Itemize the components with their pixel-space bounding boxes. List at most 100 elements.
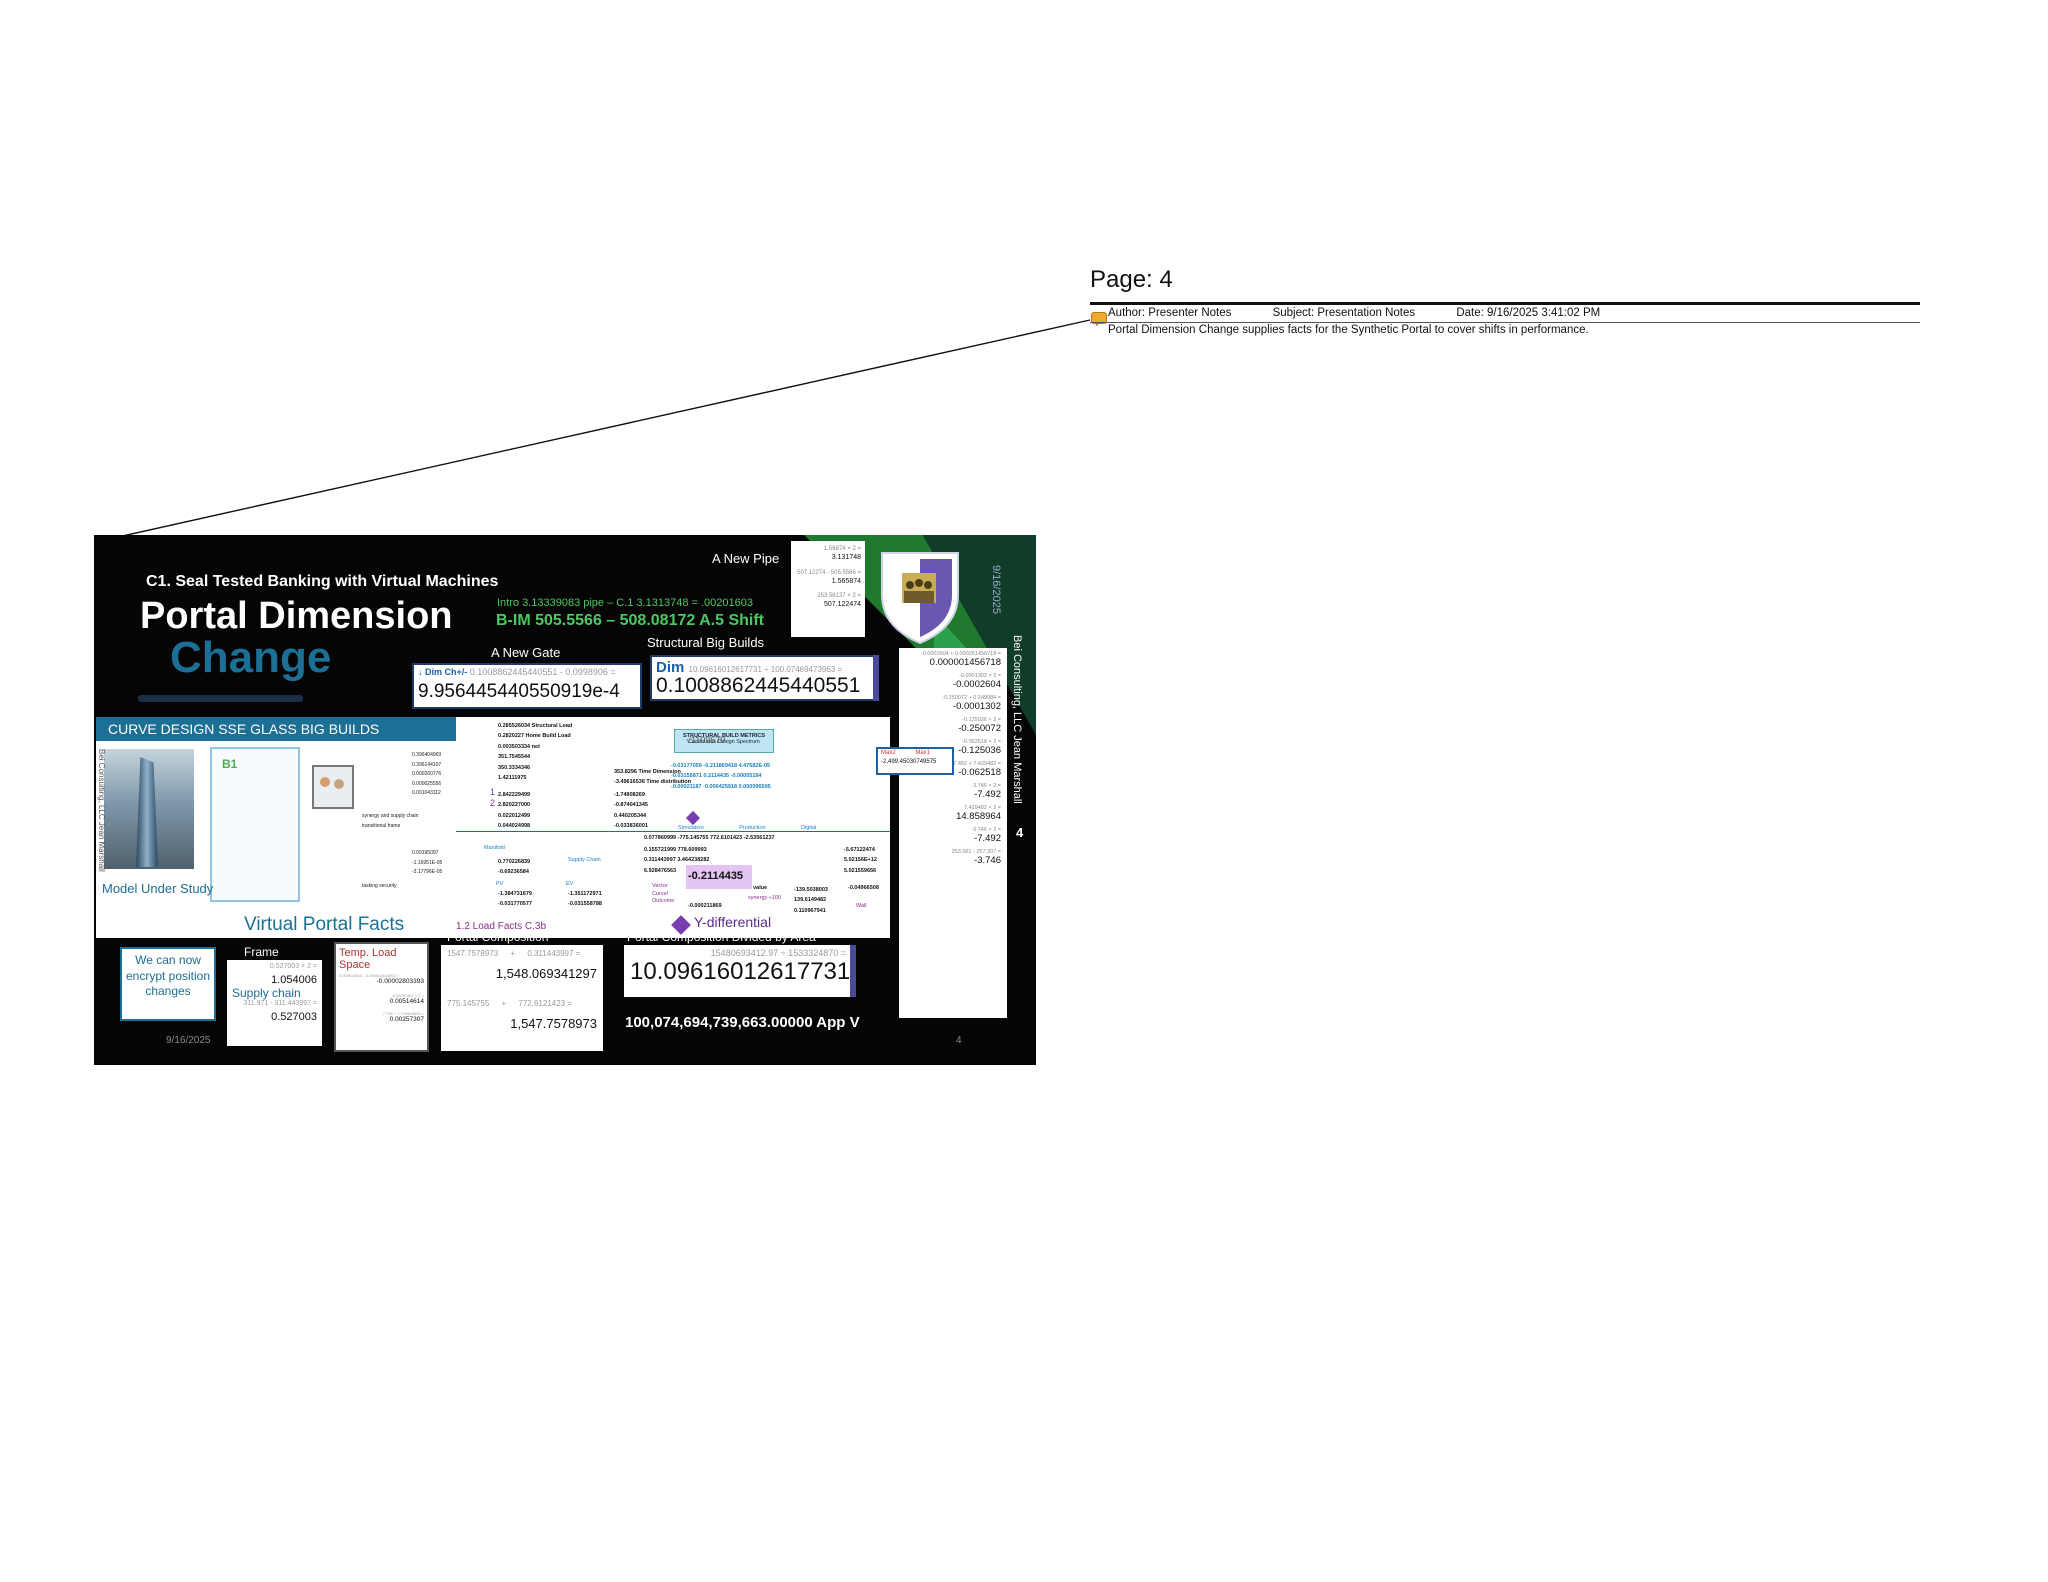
right-calc-value: -0.250072: [958, 723, 1001, 734]
slide-number-footer: 4: [956, 1035, 962, 1046]
pipe-v1: 3.131748: [831, 554, 861, 562]
right-calc-value: -7.492: [974, 789, 1001, 800]
title-rule: [1090, 302, 1920, 305]
virtual-portal-facts-label: Virtual Portal Facts: [244, 914, 405, 935]
note-body: Portal Dimension Change supplies facts f…: [1108, 324, 1589, 336]
right-calc-value: -0.125036: [958, 745, 1001, 756]
note-subject: Subject: Presentation Notes: [1272, 307, 1416, 319]
dim-change-label: ↓ Dim Ch+/- 0.1008862445440551 - 0.09989…: [418, 667, 616, 677]
synergy-label: synergy and supply chain: [362, 813, 419, 819]
structural-metrics-box: STRUCTURAL BUILD METRICS Continuous Desi…: [674, 729, 774, 753]
column-value: -0.874041345: [614, 802, 648, 809]
load-value: 0.003503334 net: [498, 743, 540, 750]
mid-value: 0.022012499: [498, 812, 531, 819]
new-gate-label: A New Gate: [491, 645, 561, 660]
part1-title: Temp. Load Space: [339, 947, 397, 971]
ev-value: -1.351172971: [568, 891, 602, 897]
page-title: Page: 4: [1090, 266, 1173, 293]
frame-label: Frame: [244, 945, 279, 959]
pc-f1a: 1547.7578973: [447, 949, 499, 958]
portal-composition-box: 1547.7578973 + 0.311443997 = 1,548.06934…: [441, 945, 603, 1051]
part1-f3: 7.715 ÷ 7.715416633 =: [382, 1011, 424, 1016]
mid-value: 2.842229499: [498, 792, 531, 798]
curve-side-value: 0.000260776: [412, 771, 442, 777]
curve-bottom-value: -3.17796E-05: [412, 869, 443, 875]
transitional-label: transitional frame: [362, 823, 401, 829]
pvalue-value: -139.5038003: [794, 887, 828, 893]
max-values-box: Max2 Max1 -2,499.45030749575: [876, 747, 954, 775]
part1-v2: 0.00514614: [389, 998, 424, 1005]
right-value: 5.021559656: [844, 867, 877, 874]
pc-f1b: 0.311443997 =: [527, 949, 581, 958]
right-end-value: -0.04966508: [848, 885, 879, 891]
slide-title-line2: Change: [170, 633, 332, 682]
right-calc-row: -0.250072 + 0.249984 =-0.0001302: [905, 695, 1001, 712]
pipe-v3: 507.122474: [824, 601, 861, 609]
pvalue-value: 0.110967941: [794, 907, 826, 914]
model-under-study-label: Model Under Study: [102, 881, 214, 896]
load-value: 350.3334346: [498, 764, 531, 771]
pc-f2a: 775.145755: [447, 999, 490, 1008]
right-calc-formula: -0.0002604 + 0.000261456718 =: [920, 651, 1001, 657]
blue-metric-row: -0.03177056 -0.211869418 4.47582E-05: [671, 763, 771, 769]
blue-metric-rows: -0.03177056 -0.211869418 4.47582E-05 -0.0…: [671, 761, 771, 792]
slide-number-right: 4: [1016, 825, 1024, 840]
pc-value2: 1,547.7578973: [510, 1016, 597, 1031]
time-dimension: 353.8296 Time Dimension: [614, 769, 681, 775]
metric-diamond-icon: [685, 810, 701, 826]
right-calc-row: -3.746 × 2 =-7.492: [905, 783, 1001, 800]
dim-box: Dim 10.09616012617731 ÷ 100.07469473963 …: [650, 655, 876, 701]
virtual-portal-facts-bar: [96, 912, 890, 938]
frame-v1: 1.054006: [271, 974, 317, 986]
part1-v3: 0.00257307: [389, 1016, 424, 1023]
pipe-f3: 253.56137 × 2 =: [817, 593, 861, 600]
right-calc-formula: 7.429482 × 2 =: [963, 805, 1001, 811]
curve-bottom-values: 0.00195097-1.16951E-05-3.17796E-05: [412, 849, 442, 878]
b1-label: B1: [222, 757, 238, 771]
curve-side-value: 0.396404969: [412, 752, 442, 758]
pc-value: 0.311443997 3.464238282: [644, 857, 710, 864]
time-distribution: -3.49616536 Time distribution: [614, 779, 691, 785]
structural-big-builds-label: Structural Big Builds: [647, 635, 765, 650]
max-value: -2,499.45030749575: [881, 759, 937, 765]
right-calc-row: -0.125036 × 2 =-0.250072: [905, 717, 1001, 734]
load-value: 0.285526034 Structural Load: [498, 723, 573, 729]
structural-metrics-title: STRUCTURAL BUILD METRICS: [682, 733, 766, 739]
right-calc-formula: 253.561 - 257.307 =: [951, 849, 1001, 855]
right-calc-value: -3.746: [974, 855, 1001, 866]
right-calc-row: -7.492 + 7.429482 =-0.062518: [905, 761, 1001, 778]
frame-supply-label: Supply chain: [232, 986, 301, 1000]
dim-label: Dim 10.09616012617731 ÷ 100.07469473963 …: [656, 659, 870, 676]
pc-formula1: 1547.7578973 + 0.311443997 =: [447, 949, 597, 958]
slide-thumbnail: C1. Seal Tested Banking with Virtual Mac…: [94, 535, 1036, 1065]
right-calc-formula: -0.250072 + 0.249984 =: [942, 695, 1001, 701]
y-differential-label: Y-differential: [694, 914, 772, 930]
pcda-label: Portal Composition Divided by Area: [627, 930, 816, 944]
comment-icon[interactable]: [1091, 312, 1107, 326]
manifold-values: 0.770226839-0.69236584: [498, 857, 530, 878]
ev-value: -0.031558788: [568, 901, 602, 908]
dim-change-box: ↓ Dim Ch+/- 0.1008862445440551 - 0.09989…: [412, 663, 642, 709]
blue-metric-row: -0.03155871 0.2114435 -0.00005184: [671, 773, 762, 780]
right-calc-formula: -3.746 × 2 =: [971, 827, 1001, 833]
manifold-value: -0.69236584: [498, 869, 529, 876]
ev-label: EV: [566, 881, 574, 887]
mid-value: 2.820227000: [498, 802, 531, 809]
curve-bottom-value: -1.16951E-05: [412, 859, 443, 866]
dim-value: 0.1008862445440551: [656, 674, 861, 697]
pc-value: 6.928476563: [644, 867, 677, 874]
mid-value: 0.044024998: [498, 823, 531, 830]
frame-f2: 311.971 - 311.443997 =: [243, 1000, 318, 1007]
vector-label: Vector: [652, 883, 668, 889]
pcda-value: 10.09616012617731: [630, 958, 851, 985]
tasking-label: tasking security: [362, 883, 397, 889]
right-calc-column: -0.0002604 + 0.000261456718 =0.000001456…: [899, 648, 1007, 1018]
right-calc-row: -0.0002604 + 0.000261456718 =0.000001456…: [905, 651, 1001, 668]
load-value: 351.7545544: [498, 754, 531, 761]
right-calc-formula: -0.0001302 × 2 =: [959, 673, 1001, 679]
dim-change-title: Dim Ch+/-: [425, 667, 468, 677]
dim-formula: 10.09616012617731 ÷ 100.07469473963 =: [688, 665, 843, 674]
phase-label: Simulation: [678, 825, 726, 831]
